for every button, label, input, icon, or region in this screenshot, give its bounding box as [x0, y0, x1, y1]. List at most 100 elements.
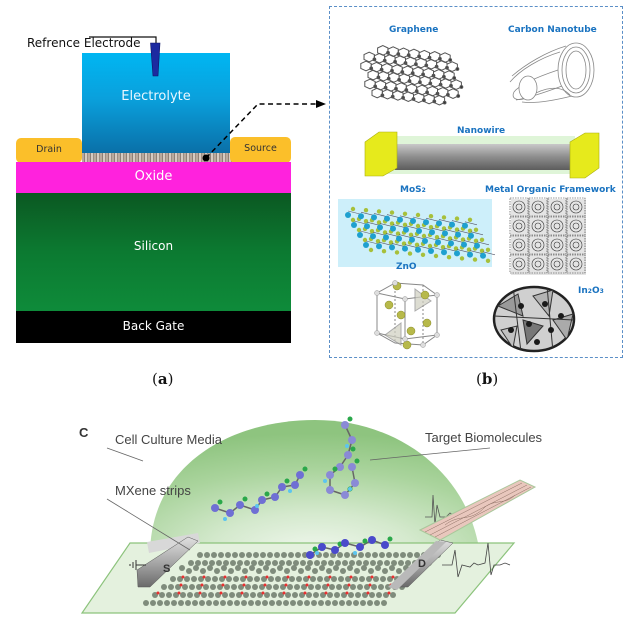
s-atom	[441, 215, 447, 220]
mo-atom	[389, 244, 395, 251]
mo-atom	[423, 219, 429, 226]
oxygen-atom	[328, 575, 332, 579]
oxygen-atom	[370, 575, 374, 579]
mxene-atom	[324, 576, 330, 582]
mof-cell	[528, 197, 548, 217]
mxene-atom	[327, 592, 333, 598]
mxene-atom	[229, 592, 235, 598]
mxene-strips-label: MXene strips	[115, 483, 191, 498]
mo-atom	[383, 234, 389, 241]
mxene-atom	[166, 592, 172, 598]
mxene-atom	[285, 592, 291, 598]
mo-atom	[364, 223, 370, 230]
mo-atom	[480, 252, 486, 259]
graphene-ring	[373, 52, 386, 64]
mxene-atom	[298, 568, 304, 574]
zno-label: ZnO	[396, 262, 417, 272]
nanowire-body	[395, 144, 570, 170]
s-atom	[401, 241, 407, 246]
mxene-atom	[405, 560, 411, 566]
oxygen-atom	[202, 575, 206, 579]
mxene-atom	[354, 568, 360, 574]
s-atom	[433, 253, 439, 259]
reference-electrode-label: Refrence Electrode	[27, 36, 141, 50]
mxene-atom	[251, 560, 257, 566]
oxygen-atom	[177, 591, 181, 595]
molecule-atom	[278, 483, 286, 491]
drain-label: Drain	[36, 144, 62, 155]
s-atom	[381, 249, 387, 254]
mxene-atom	[348, 592, 354, 598]
mxene-atom	[315, 584, 321, 590]
molecule-atom-cyan	[323, 479, 327, 483]
mof-cell	[566, 197, 586, 217]
oxygen-atom	[221, 583, 225, 587]
mxene-atom	[241, 600, 247, 606]
mxene-atom	[195, 560, 201, 566]
mof-node	[569, 257, 583, 271]
mof-node	[550, 238, 564, 252]
graphene-ring	[402, 91, 414, 102]
mo-atom	[416, 228, 422, 234]
source-label: Source	[244, 143, 277, 154]
in2o3-label: In2O3	[578, 286, 604, 296]
molecule-atom-green	[302, 466, 308, 472]
mxene-atom	[332, 600, 338, 606]
mxene-atom	[238, 584, 244, 590]
mo-atom	[455, 231, 461, 238]
s-atom	[350, 217, 356, 223]
graphene-atom	[455, 67, 460, 71]
mxene-atom	[244, 560, 250, 566]
s-atom	[363, 208, 369, 213]
mo-atom	[402, 245, 408, 252]
mof-cell	[547, 235, 567, 255]
oxygen-atom	[366, 591, 370, 595]
oxygen-atom	[179, 583, 183, 587]
mof-cell	[547, 254, 567, 274]
caption-a: (a)	[152, 370, 174, 388]
mxene-atom	[382, 568, 388, 574]
mxene-atom	[164, 600, 170, 606]
mxene-atom	[294, 584, 300, 590]
mof-node	[550, 200, 564, 214]
biomolecule-leader-line	[369, 447, 491, 461]
graphene-ring	[364, 78, 376, 90]
oxygen-atom	[305, 583, 309, 587]
mxene-atom	[182, 584, 188, 590]
mxene-atom	[289, 576, 295, 582]
oxygen-atom	[265, 575, 269, 579]
mof-label: Metal Organic Framework	[485, 185, 616, 195]
mxene-atom	[198, 576, 204, 582]
mxene-atom	[350, 584, 356, 590]
oxygen-atom	[244, 575, 248, 579]
mxene-atom	[301, 584, 307, 590]
mxene-atom	[329, 584, 335, 590]
mxene-atom	[376, 592, 382, 598]
mof-node-inner	[553, 241, 561, 249]
graphene-atom	[456, 94, 461, 98]
mxene-atom	[352, 576, 358, 582]
mxene-atom	[414, 552, 420, 558]
molecule-atom-green	[350, 446, 356, 452]
mof-node	[531, 257, 545, 271]
mxene-atom	[379, 552, 385, 558]
mxene-atom	[256, 568, 262, 574]
mxene-atom	[308, 584, 314, 590]
s-atom	[453, 246, 459, 251]
mxene-atom	[189, 584, 195, 590]
s-atom	[473, 227, 479, 232]
graphene-ring	[446, 61, 458, 72]
s-atom	[472, 257, 478, 262]
molecule-atom-cyan	[255, 504, 259, 508]
s-atom	[389, 221, 395, 226]
mxene-atom	[173, 592, 179, 598]
mxene-atom	[275, 576, 281, 582]
electrolyte-label: Electrolyte	[121, 89, 191, 104]
mxene-atom	[217, 584, 223, 590]
mof-cell	[566, 254, 586, 274]
oxygen-atom	[326, 583, 330, 587]
mxene-atom	[362, 592, 368, 598]
mxene-atom	[386, 552, 392, 558]
mxene-atom	[359, 576, 365, 582]
